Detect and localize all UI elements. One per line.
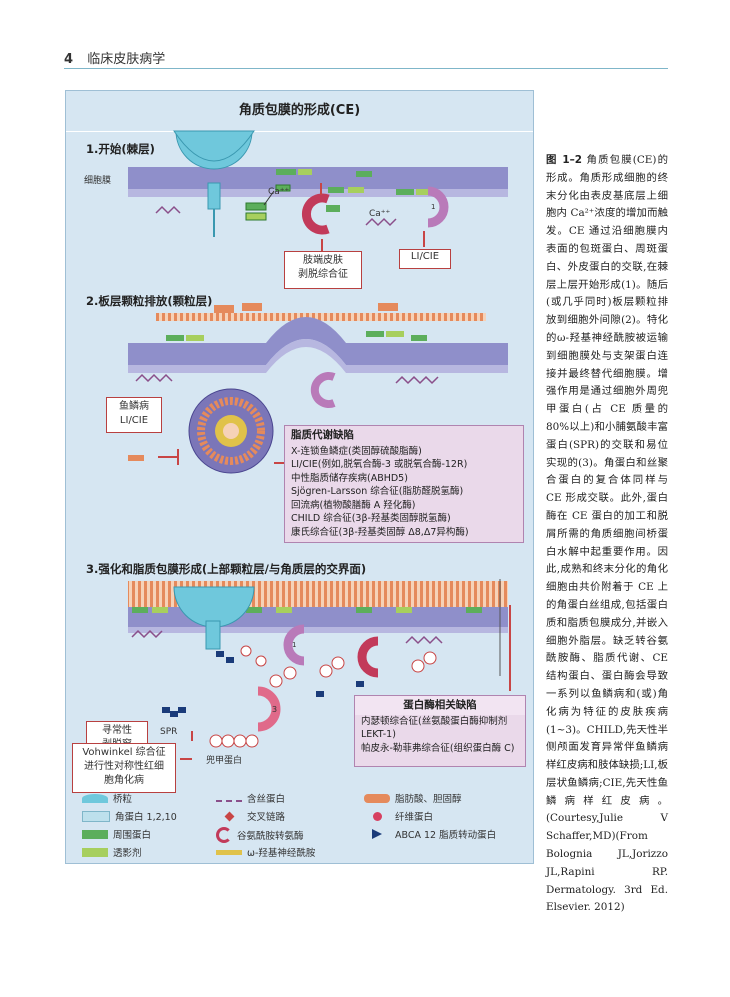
cell-membrane-lower xyxy=(128,189,508,197)
legend-swatch xyxy=(216,827,232,843)
vohwinkel-box: Vohwinkel 综合征 进行性对称性红细 胞角化病 xyxy=(72,743,176,793)
stage2-diagram xyxy=(128,303,508,474)
lipid-defects-title: 脂质代谢缺陷 xyxy=(291,429,354,441)
spr-label: SPR xyxy=(160,727,178,737)
figure-number: 图 1–2 xyxy=(546,154,583,166)
legend-swatch xyxy=(216,811,242,821)
legend-swatch xyxy=(364,829,390,839)
transglutaminase-1 xyxy=(302,193,340,235)
lipid-defect-item: 康氏综合征(3β-羟基类固醇 Δ8,Δ7异构酶) xyxy=(291,526,469,538)
legend-swatch xyxy=(82,829,108,839)
figure-title: 角质包膜的形成(CE) xyxy=(66,91,533,132)
legend-swatch xyxy=(82,793,108,803)
lipid-defect-item: X-连锁鱼鳞症(类固醇硫酸脂酶) xyxy=(291,445,422,457)
ichthyosis-box: 鱼鳞病 LI/CIE xyxy=(106,397,162,433)
figure-legend: 桥粒 角蛋白 1,2,10 周围蛋白 透影剂 含丝蛋白 交叉链路 谷氨酰胺转氨酶 xyxy=(66,91,533,863)
legend-item: 脂肪酸、胆固醇 xyxy=(364,791,462,805)
legend-swatch xyxy=(216,849,242,855)
svg-text:1: 1 xyxy=(292,641,296,649)
transglutaminase-6: 3 xyxy=(257,686,281,732)
loricrin-label: 兜甲蛋白 xyxy=(206,756,243,766)
legend-swatch xyxy=(216,794,242,802)
transglutaminase-2: 1 xyxy=(427,186,449,228)
legend-item: 透影剂 xyxy=(82,845,142,859)
lipid-defect-item: 中性脂质储存疾病(ABHD5) xyxy=(291,472,408,484)
transglutaminase-4: 1 xyxy=(283,624,305,666)
figure-panel: 角质包膜的形成(CE) xyxy=(65,90,534,864)
legend-item: 纤维蛋白 xyxy=(364,809,433,823)
page-number: 4 xyxy=(64,52,74,67)
lipid-defect-item: Sjögren-Larsson 综合征(脂肪醛脱氢酶) xyxy=(291,486,464,497)
legend-item: 交叉链路 xyxy=(216,809,285,823)
protease-defect-item: 内瑟顿综合征(丝氨酸蛋白酶抑制剂 LEKT-1) xyxy=(361,715,508,741)
cell-membrane-label: 细胞膜 xyxy=(84,176,112,186)
figure-caption: 图 1–2 角质包膜(CE)的形成。角质形成细胞的终末分化由表皮基底层上细胞内 … xyxy=(546,152,668,917)
legend-swatch xyxy=(364,811,390,821)
protease-defects-box: 蛋白酶相关缺陷 内瑟顿综合征(丝氨酸蛋白酶抑制剂 LEKT-1) 帕皮永-勒菲弗… xyxy=(354,695,526,767)
lamellar-granule xyxy=(188,388,274,474)
legend-swatch xyxy=(364,793,390,803)
legend-item: 含丝蛋白 xyxy=(216,791,285,805)
ca-label-1: Ca⁺⁺ xyxy=(268,187,290,197)
transglutaminase-5 xyxy=(357,636,379,678)
legend-item: ABCA 12 脂质转动蛋白 xyxy=(364,827,496,841)
header-rule xyxy=(64,68,668,69)
section-1-title: 1.开始(棘层) xyxy=(86,142,155,156)
svg-text:1: 1 xyxy=(431,203,435,211)
caption-text: 角质包膜(CE)的形成。角质形成细胞的终末分化由表皮基底层上细胞内 Ca²⁺浓度… xyxy=(546,154,668,914)
transglutaminase-3 xyxy=(310,372,336,408)
filaggrin-wave-1 xyxy=(155,205,181,215)
lipid-defect-item: LI/CIE(例如,脱氧合酶-3 或脱氧合酶-12R) xyxy=(291,459,468,470)
stage3-blocks xyxy=(132,607,482,613)
legend-item: 角蛋白 1,2,10 xyxy=(82,809,177,823)
svg-text:3: 3 xyxy=(272,705,277,714)
lipid-defect-item: CHILD 综合征(3β-羟基类固醇脱氢酶) xyxy=(291,513,451,524)
licie-box-1: LI/CIE xyxy=(399,249,451,269)
legend-item: 谷氨酰胺转氨酶 xyxy=(216,827,304,843)
stage3-diagram: 1 3 xyxy=(128,579,511,760)
legend-item: ω-羟基神经酰胺 xyxy=(216,845,315,859)
protease-defects-title: 蛋白酶相关缺陷 xyxy=(355,696,525,715)
figure-illustration: 1 xyxy=(128,130,511,760)
lipid-defects-box: 脂质代谢缺陷 X-连锁鱼鳞症(类固醇硫酸脂酶) LI/CIE(例如,脱氧合酶-3… xyxy=(284,425,524,543)
stage1-diagram: 1 xyxy=(128,130,508,251)
section-2-title: 2.板层颗粒排放(颗粒层) xyxy=(86,294,213,308)
legend-item: 桥粒 xyxy=(82,791,132,805)
peeling-skin-box: 肢端皮肤 剥脱综合征 xyxy=(284,251,362,289)
cell-membrane-band-2 xyxy=(128,317,508,365)
ca-label-2: Ca⁺⁺ xyxy=(369,209,391,219)
running-header: 4 临床皮肤病学 xyxy=(64,48,165,67)
spr-blocks xyxy=(162,651,364,717)
running-title: 临床皮肤病学 xyxy=(87,52,166,67)
cell-membrane-band xyxy=(128,167,508,189)
legend-swatch xyxy=(82,810,110,822)
section-3-title: 3.强化和脂质包膜形成(上部颗粒层/与角质层的交界面) xyxy=(86,562,367,576)
legend-item: 周围蛋白 xyxy=(82,827,151,841)
protease-defect-item: 帕皮永-勒菲弗综合征(组织蛋白酶 C) xyxy=(361,742,515,754)
periplakin-blocks xyxy=(245,169,430,221)
legend-swatch xyxy=(82,847,108,857)
stage2-blocks xyxy=(166,331,427,341)
loricrin-cluster xyxy=(209,645,437,748)
lipid-defect-item: 回流病(植物酸膳酶 A 羟化酶) xyxy=(291,499,416,511)
